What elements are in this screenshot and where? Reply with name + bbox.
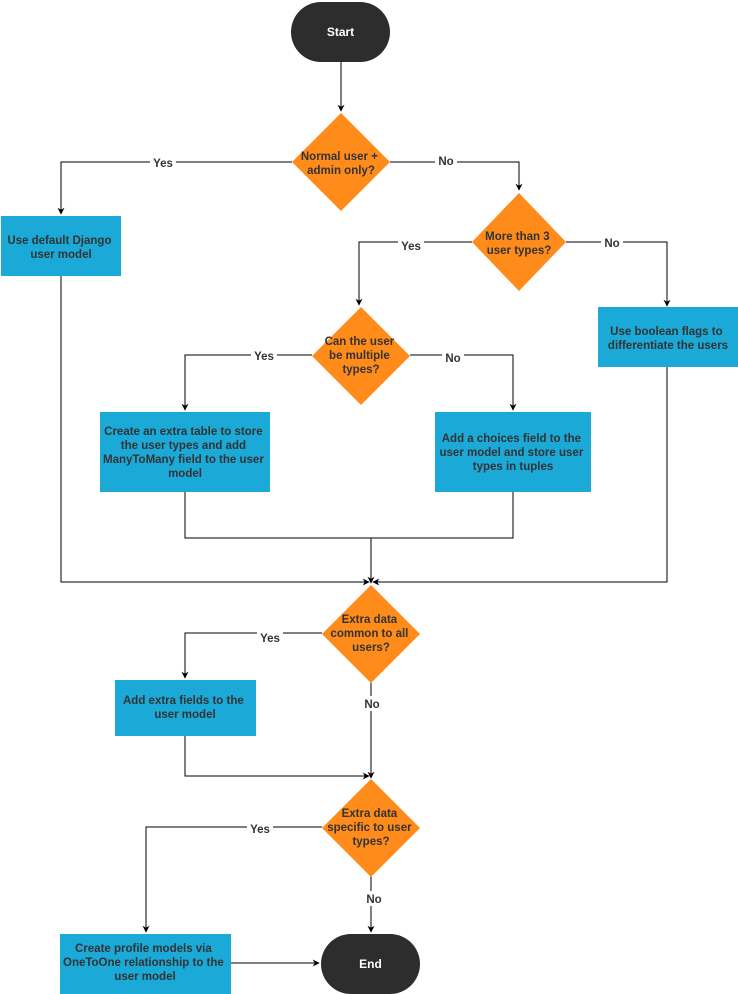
edge-specific-yes (142, 826, 322, 933)
label-normal-admin-no: No (438, 156, 453, 168)
multiple-types-label-1: Can the user (325, 336, 395, 348)
extra-table-label-2: the user types and add (121, 440, 246, 452)
label-more-than-3-yes: Yes (401, 241, 421, 253)
process-profile-models: Create profile models via OneToOne relat… (60, 934, 231, 994)
edge-normal-admin-yes (57, 161, 292, 215)
extra-common-label-3: users? (352, 642, 390, 654)
edge-extra-table-merge (184, 492, 371, 539)
svg-text:Add extra fields to the: Add extra fields to the user model (123, 695, 247, 721)
extra-specific-label-2: specific to user (327, 822, 412, 834)
label-common-yes: Yes (260, 633, 280, 645)
start-terminal: Start (291, 2, 390, 62)
svg-text:Create profile models via: Create profile models via OneToOne relat… (63, 943, 227, 983)
edge-more-than-3-no (566, 241, 671, 307)
process-extra-fields: Add extra fields to the user model (115, 680, 256, 736)
edge-boolean-flags-to-common (372, 367, 668, 586)
svg-text:End: End (359, 957, 382, 971)
choices-field-label-1: Add a choices field to the (442, 433, 581, 445)
svg-text:Extra data common to a: Extra data common to all users? (330, 614, 411, 654)
svg-text:Can the user be multip: Can the user be multiple types? (325, 336, 398, 376)
edge-normal-admin-no (390, 161, 523, 191)
edge-default-model-to-common (60, 276, 370, 586)
svg-text:Create an extra table to store: Create an extra table to store the user … (103, 426, 267, 480)
svg-text:Start: Start (327, 25, 354, 39)
boolean-flags-label-2: differentiate the users (608, 340, 728, 352)
process-default-model: Use default Django user model (1, 216, 121, 276)
start-label: Start (327, 25, 354, 39)
extra-fields-label-1: Add extra fields to the (123, 695, 244, 707)
extra-table-label-1: Create an extra table to store (104, 426, 263, 438)
label-normal-admin-yes: Yes (153, 158, 173, 170)
extra-common-label-1: Extra data (342, 614, 398, 626)
end-label: End (359, 957, 382, 971)
svg-text:Extra data specific to: Extra data specific to user types? (327, 808, 415, 848)
decision-extra-common: Extra data common to all users? (322, 585, 420, 683)
multiple-types-label-2: be multiple (329, 350, 390, 362)
normal-admin-label-1: Normal user + (301, 151, 378, 163)
extra-table-label-4: model (168, 468, 202, 480)
profile-models-label-3: user model (114, 971, 175, 983)
edge-choices-merge (371, 492, 514, 539)
profile-models-label-2: OneToOne relationship to the (63, 957, 224, 969)
label-specific-no: No (366, 894, 381, 906)
edge-more-than-3-yes (355, 241, 472, 306)
svg-text:Use boolean flags to d: Use boolean flags to differentiate the u… (608, 326, 728, 352)
decision-more-than-3: More than 3 user types? (472, 193, 566, 291)
default-model-label-2: user model (30, 249, 91, 261)
label-specific-yes: Yes (250, 824, 270, 836)
process-extra-table: Create an extra table to store the user … (100, 412, 270, 492)
svg-text:Normal user + admin on: Normal user + admin only? (301, 151, 381, 177)
edge-common-yes (181, 632, 322, 679)
process-boolean-flags: Use boolean flags to differentiate the u… (598, 307, 738, 367)
normal-admin-label-2: admin only? (307, 165, 375, 177)
svg-text:More than 3 user types: More than 3 user types? (485, 231, 553, 257)
choices-field-label-2: user model and store user (440, 447, 584, 459)
svg-text:Add a choices field to the: Add a choices field to the user model an… (440, 433, 587, 473)
more-than-3-label-1: More than 3 (485, 231, 550, 243)
extra-specific-label-3: types? (352, 836, 389, 848)
extra-specific-label-1: Extra data (342, 808, 398, 820)
end-terminal: End (321, 934, 420, 994)
edge-extra-fields-to-specific (184, 736, 370, 780)
extra-table-label-3: ManyToMany field to the user (103, 454, 264, 466)
extra-fields-label-2: user model (154, 709, 215, 721)
decision-multiple-types: Can the user be multiple types? (312, 307, 410, 405)
extra-common-label-2: common to all (330, 628, 408, 640)
label-multiple-yes: Yes (254, 351, 274, 363)
boolean-flags-label-1: Use boolean flags to (610, 326, 722, 338)
svg-text:Use default Django use: Use default Django user model (7, 235, 114, 261)
edge-labels: Yes No Yes No Yes No Yes No Yes No (150, 153, 623, 906)
decision-normal-admin: Normal user + admin only? (292, 113, 390, 211)
multiple-types-label-3: types? (342, 364, 379, 376)
profile-models-label-1: Create profile models via (75, 943, 212, 955)
label-more-than-3-no: No (604, 238, 619, 250)
label-multiple-no: No (445, 353, 460, 365)
edge-multiple-yes (181, 354, 312, 411)
default-model-label-1: Use default Django (7, 235, 111, 247)
process-choices-field: Add a choices field to the user model an… (435, 412, 591, 492)
choices-field-label-3: types in tuples (473, 461, 554, 473)
more-than-3-label-2: user types? (487, 245, 552, 257)
label-common-no: No (364, 699, 379, 711)
decision-extra-specific: Extra data specific to user types? (322, 779, 420, 877)
